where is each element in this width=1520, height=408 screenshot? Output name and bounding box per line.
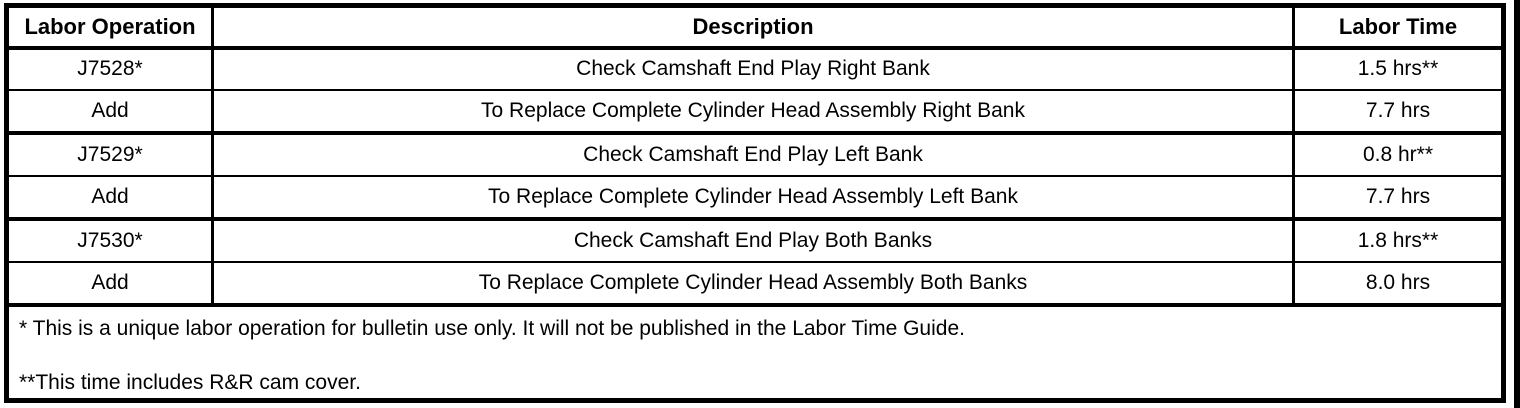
labor-time-cell: 7.7 hrs xyxy=(1292,175,1505,221)
labor-op-cell: Add xyxy=(5,175,214,221)
labor-op-cell: Add xyxy=(5,90,214,136)
description-cell: Check Camshaft End Play Left Bank xyxy=(211,133,1295,177)
labor-op-cell: J7530* xyxy=(5,218,214,263)
labor-time-cell: 8.0 hrs xyxy=(1292,261,1505,307)
description-cell: To Replace Complete Cylinder Head Assemb… xyxy=(211,90,1295,136)
table-row: Add To Replace Complete Cylinder Head As… xyxy=(5,261,1505,307)
labor-op-cell: J7528* xyxy=(5,47,214,92)
footnotes-row: * This is a unique labor operation for b… xyxy=(7,305,1504,401)
labor-time-table: Labor Operation Description Labor Time J… xyxy=(4,3,1506,403)
footnote-bulletin-use: * This is a unique labor operation for b… xyxy=(19,316,965,340)
table-row: Add To Replace Complete Cylinder Head As… xyxy=(5,90,1505,136)
labor-op-cell: Add xyxy=(5,261,214,307)
description-cell: To Replace Complete Cylinder Head Assemb… xyxy=(211,175,1295,221)
footnotes-cell: * This is a unique labor operation for b… xyxy=(7,305,1504,401)
column-header-description: Description xyxy=(211,5,1295,50)
labor-time-cell: 1.8 hrs** xyxy=(1292,218,1505,263)
column-header-labor-time: Labor Time xyxy=(1292,5,1505,50)
labor-time-cell: 7.7 hrs xyxy=(1292,90,1505,136)
table-header-row: Labor Operation Description Labor Time xyxy=(5,5,1505,50)
table-row: J7529* Check Camshaft End Play Left Bank… xyxy=(5,133,1505,177)
labor-op-cell: J7529* xyxy=(5,133,214,177)
table-row: J7530* Check Camshaft End Play Both Bank… xyxy=(5,218,1505,263)
table-row: Add To Replace Complete Cylinder Head As… xyxy=(5,175,1505,221)
description-cell: Check Camshaft End Play Both Banks xyxy=(211,218,1295,263)
footnote-rr-cam-cover: **This time includes R&R cam cover. xyxy=(19,370,361,394)
page-edge-line xyxy=(1514,0,1520,408)
labor-time-cell: 1.5 hrs** xyxy=(1292,47,1505,92)
description-cell: Check Camshaft End Play Right Bank xyxy=(211,47,1295,92)
column-header-labor-operation: Labor Operation xyxy=(5,5,214,50)
labor-time-cell: 0.8 hr** xyxy=(1292,133,1505,177)
description-cell: To Replace Complete Cylinder Head Assemb… xyxy=(211,261,1295,307)
table-row: J7528* Check Camshaft End Play Right Ban… xyxy=(5,47,1505,92)
